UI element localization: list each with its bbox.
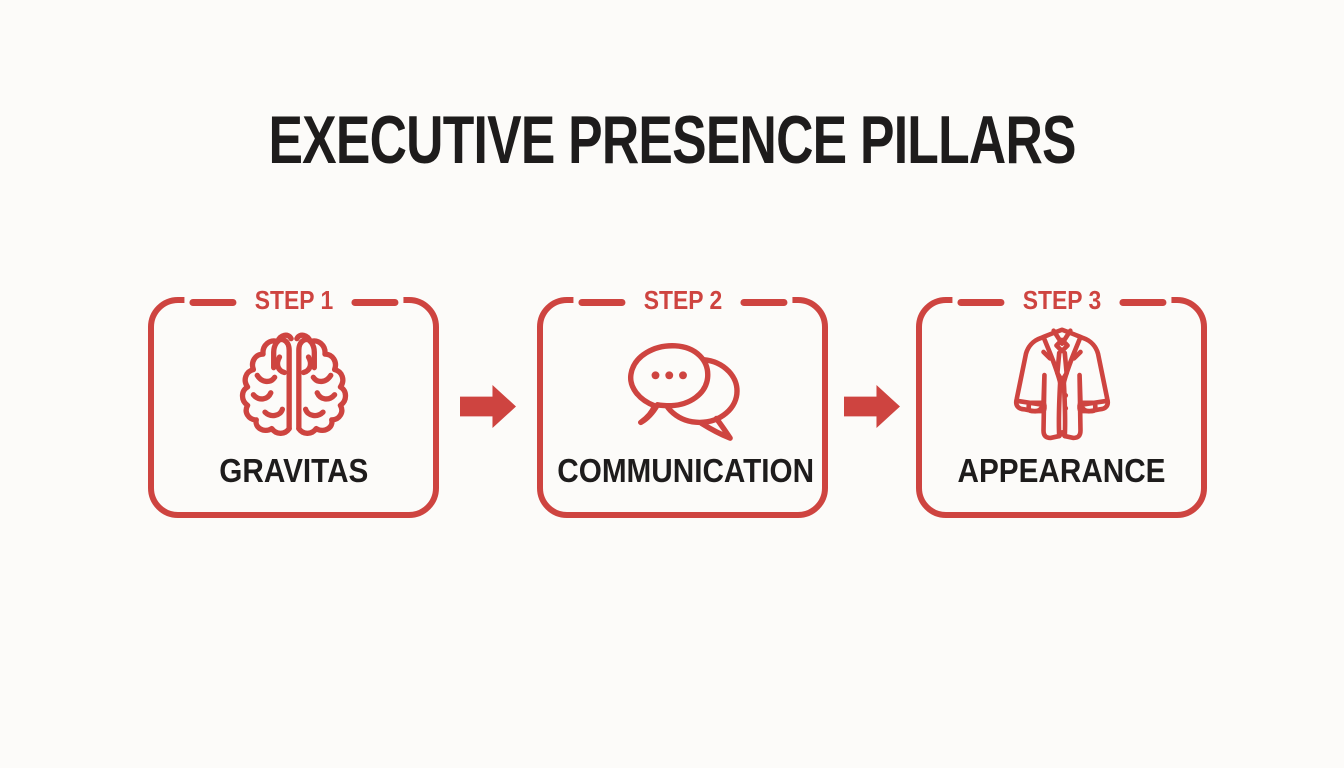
- pillars-row: STEP 1: [148, 284, 1207, 518]
- step-label: STEP 1: [254, 285, 333, 315]
- pillar-card-gravitas: STEP 1: [148, 284, 439, 518]
- step-tab-2: STEP 2: [572, 284, 793, 316]
- pillar-label-appearance: APPEARANCE: [957, 452, 1166, 489]
- pillar-label-gravitas: GRAVITAS: [218, 452, 369, 489]
- arrow-right-icon: [460, 385, 516, 428]
- step-label: STEP 3: [1022, 285, 1101, 315]
- gap-1: [439, 297, 537, 518]
- dash-right: [740, 299, 788, 306]
- dash-left: [188, 299, 236, 306]
- gap-2: [828, 297, 916, 518]
- pillar-label-communication: COMMUNICATION: [557, 452, 815, 489]
- step-label: STEP 2: [643, 285, 722, 315]
- step-tab-1: STEP 1: [183, 284, 404, 316]
- arrow-right-icon: [844, 385, 900, 428]
- page-title-text: EXECUTIVE PRESENCE PILLARS: [268, 102, 1076, 178]
- chat-bubbles-icon: [543, 325, 822, 449]
- dash-left: [577, 299, 625, 306]
- pillar-card-appearance: STEP 3: [916, 284, 1207, 518]
- dash-left: [956, 299, 1004, 306]
- brain-icon: [154, 325, 433, 449]
- dash-right: [351, 299, 399, 306]
- dash-right: [1119, 299, 1167, 306]
- page-title: EXECUTIVE PRESENCE PILLARS: [0, 106, 1344, 174]
- suit-icon: [922, 325, 1201, 449]
- pillar-card-communication: STEP 2 COMMUNICATION: [537, 284, 828, 518]
- step-tab-3: STEP 3: [951, 284, 1172, 316]
